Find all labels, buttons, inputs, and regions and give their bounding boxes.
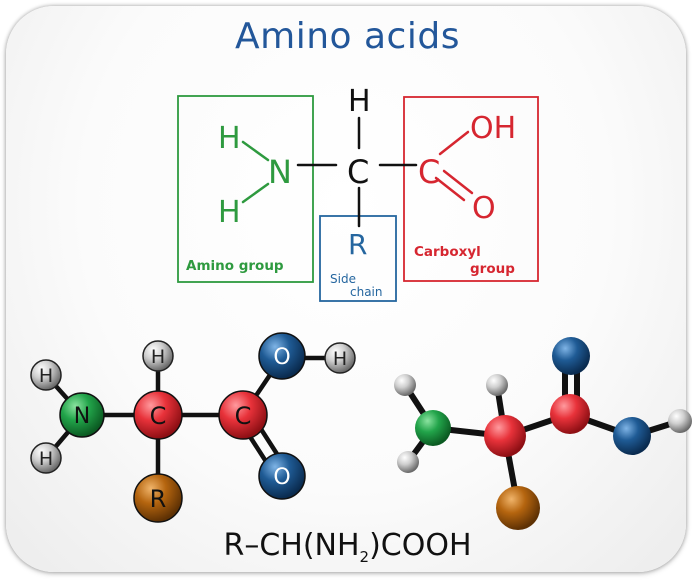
ball-o-top <box>258 332 306 380</box>
ball-c1 <box>133 390 183 440</box>
card-background <box>6 6 686 572</box>
ball-label-h-c: H <box>151 346 165 368</box>
m3d-h4 <box>668 409 692 433</box>
c-alpha: C <box>347 153 369 191</box>
bond-c-o-1 <box>434 176 466 202</box>
m3d-n <box>415 410 451 446</box>
carboxyl-group-label-line1: Carboxyl <box>414 244 481 260</box>
m3d-o-top <box>552 337 590 375</box>
m3d-r <box>496 486 540 530</box>
ball-r <box>133 473 183 523</box>
formula-suffix: )COOH <box>369 528 472 563</box>
ball-h-c <box>142 340 174 372</box>
o-carboxyl: O <box>472 191 496 226</box>
ball-label-h-n-top: H <box>39 365 53 387</box>
c-carboxyl: C <box>418 153 440 191</box>
m3d-h3 <box>486 374 508 396</box>
ball-label-c2: C <box>235 402 252 430</box>
ball-label-n: N <box>74 404 90 429</box>
amino-group-box <box>177 95 314 283</box>
side-chain-label-line2: chain <box>350 285 383 299</box>
ball-label-c1: C <box>150 402 167 430</box>
bond-h-n-bottom <box>241 182 270 204</box>
h-amino-bottom: H <box>218 195 241 230</box>
condensed-formula: R–CH(NH2)COOH <box>0 528 695 566</box>
m3d-h1 <box>394 374 416 396</box>
bond-h-n-top <box>241 140 270 162</box>
r-side: R <box>348 228 367 261</box>
ball-h-n-top <box>30 359 62 391</box>
carboxyl-group-box <box>403 96 539 282</box>
ball-label-r: R <box>150 485 167 513</box>
bond-c-oh <box>438 130 470 156</box>
oh-carboxyl: OH <box>470 111 516 146</box>
ball-o-bottom <box>258 452 306 500</box>
ball-label-h-o: H <box>333 348 347 370</box>
page-title: Amino acids <box>235 16 460 57</box>
h-alpha: H <box>348 84 371 119</box>
side-chain-label-line1: Side <box>330 272 356 286</box>
ball-h-o <box>324 342 356 374</box>
m3d-c1 <box>484 415 526 457</box>
n-amino: N <box>268 153 292 191</box>
ball-h-n-bottom <box>30 442 62 474</box>
bond-c-o-2 <box>442 169 474 195</box>
ball-c2 <box>218 390 268 440</box>
m3d-c2 <box>550 394 590 434</box>
carboxyl-group-label-line2: group <box>470 261 515 277</box>
formula-prefix: R–CH(NH <box>223 528 360 563</box>
formula-subscript: 2 <box>359 548 370 566</box>
ball-label-o-bottom: O <box>273 465 290 490</box>
ball-label-o-top: O <box>273 345 290 370</box>
h-amino-top: H <box>218 121 241 156</box>
ball-n <box>59 392 105 438</box>
m3d-h2 <box>397 451 419 473</box>
amino-group-label: Amino group <box>186 258 284 274</box>
ball-label-h-n-bottom: H <box>39 448 53 470</box>
m3d-o2 <box>613 417 651 455</box>
